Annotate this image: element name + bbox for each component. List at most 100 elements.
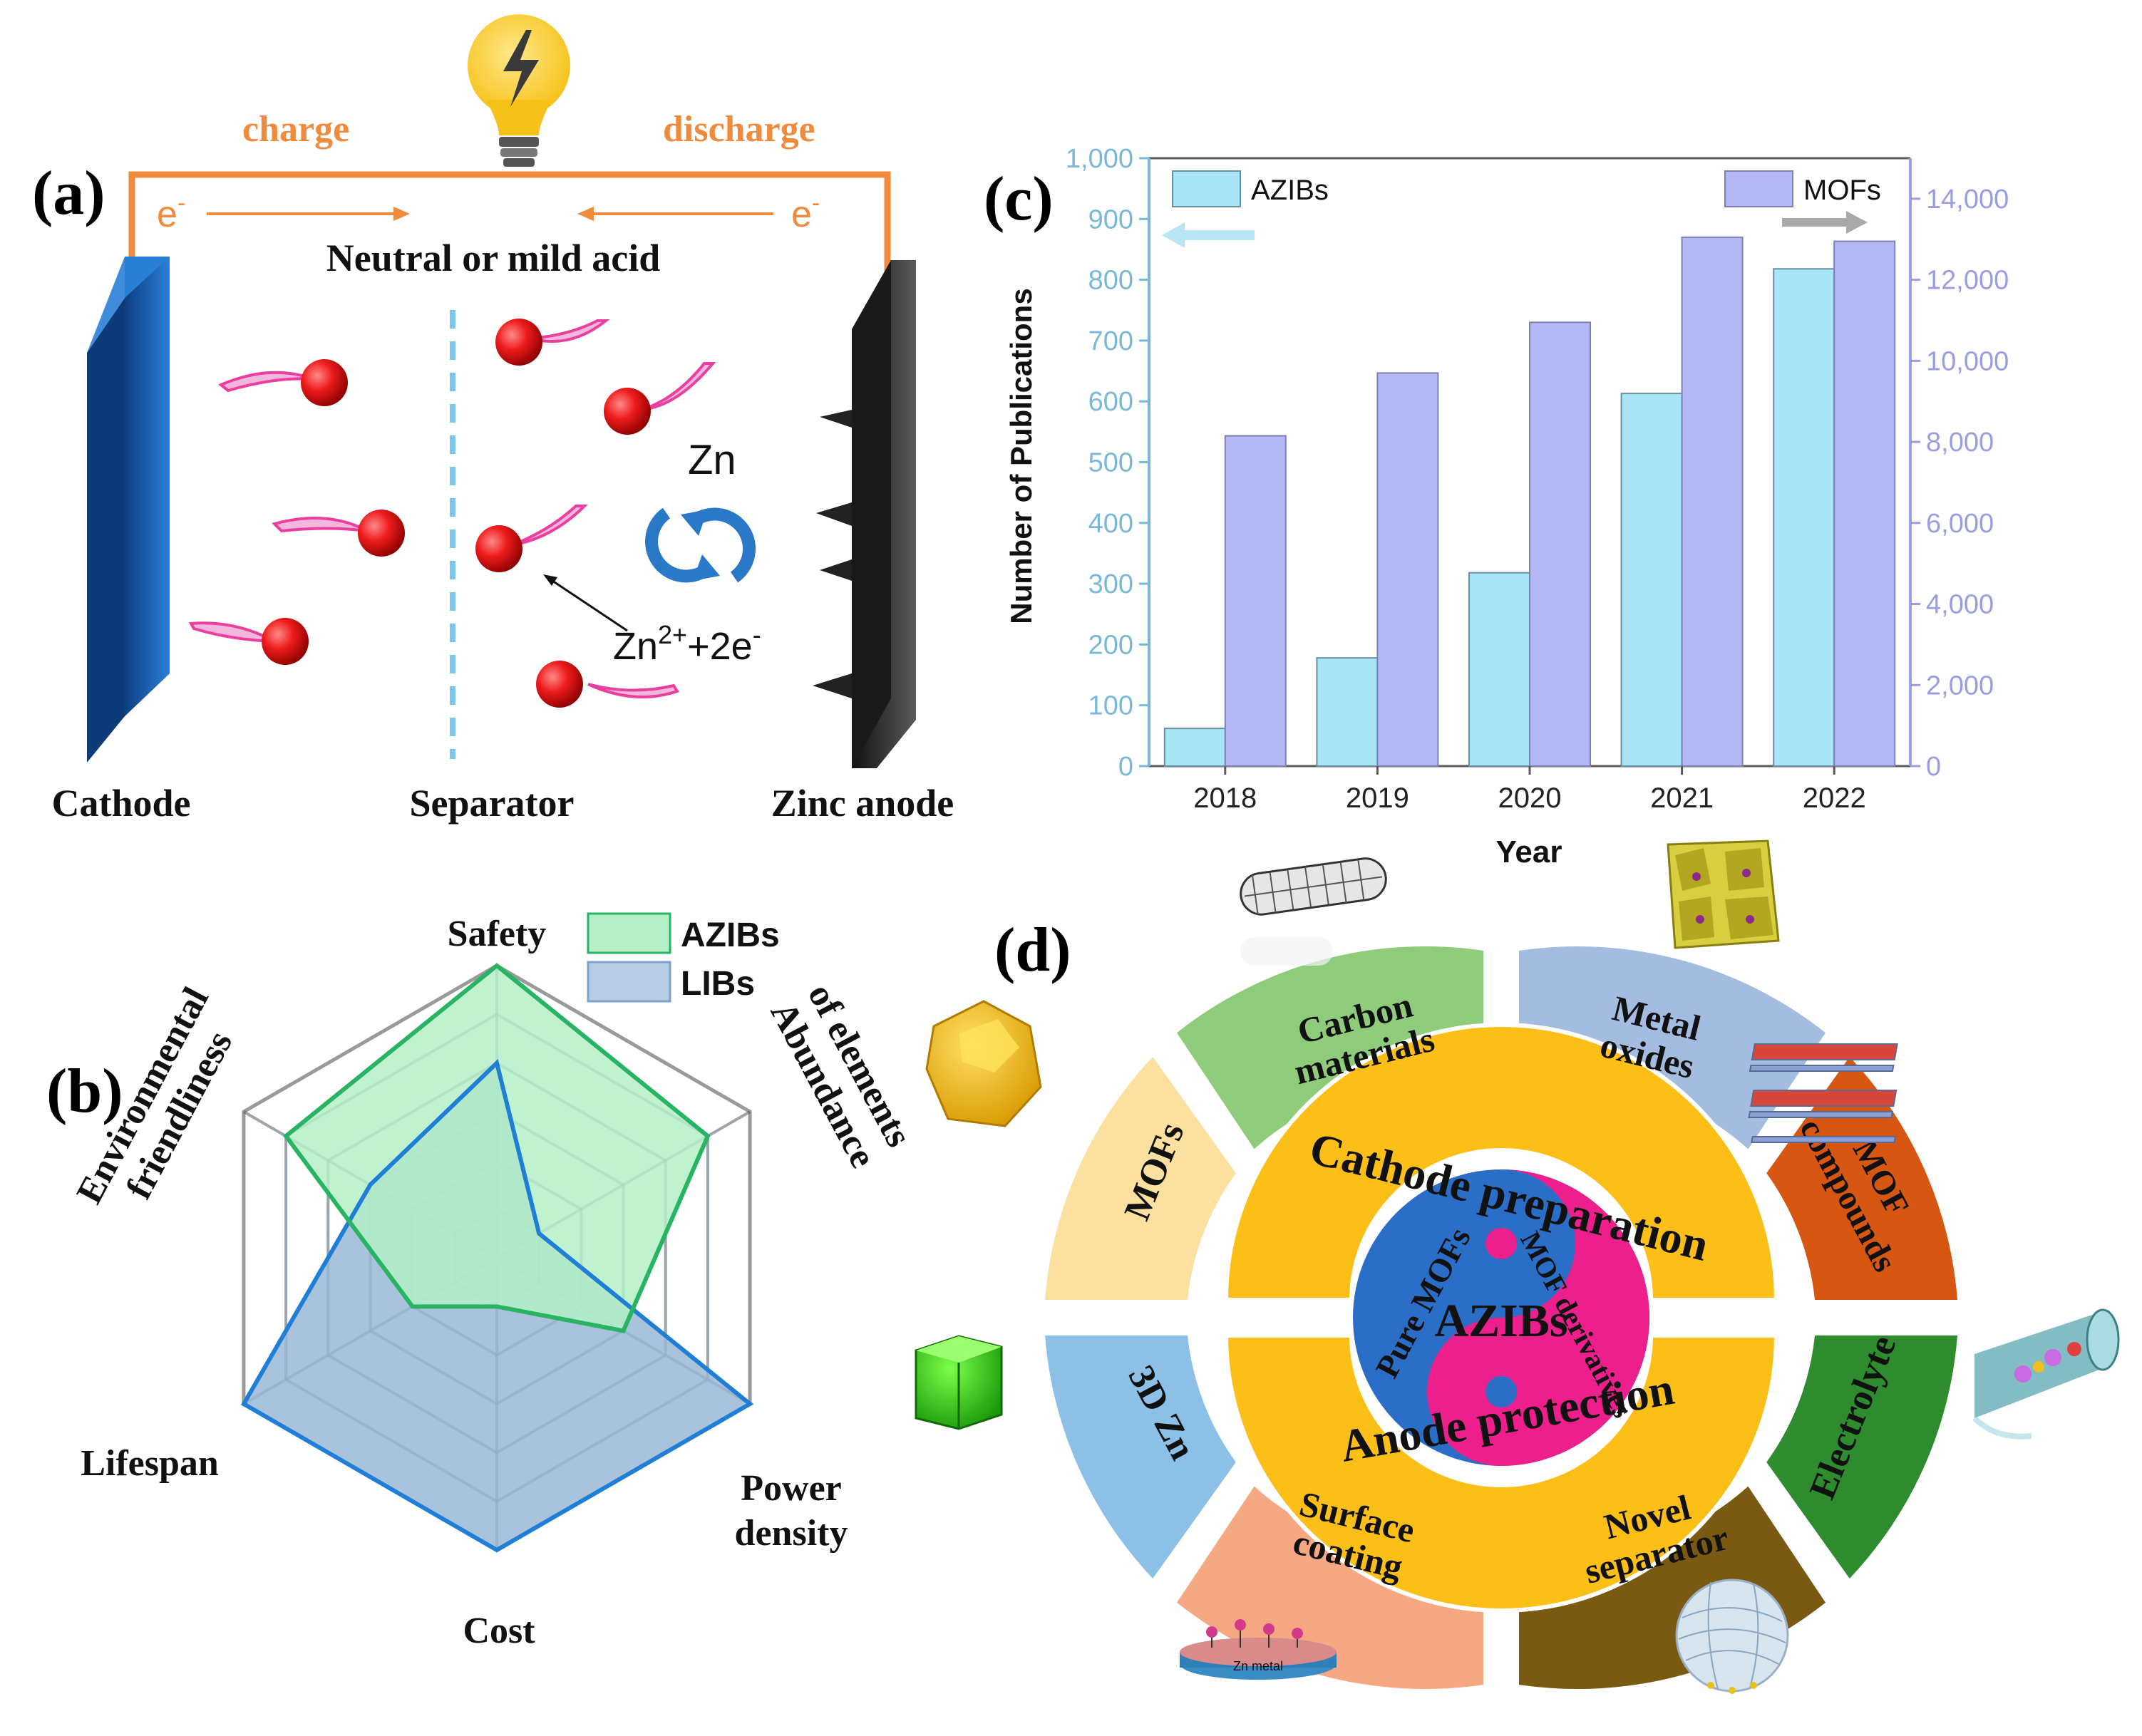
electron-right: e-	[791, 190, 820, 235]
panel-a-label: (a)	[32, 159, 105, 228]
zn-ion	[536, 661, 680, 708]
charge-label: charge	[242, 109, 349, 150]
y2-tick-label: 8,000	[1926, 428, 1994, 458]
legend-label-azibs: AZIBs	[681, 916, 780, 954]
y2-tick-label: 14,000	[1926, 185, 2009, 215]
ion-pointer-arrow	[543, 574, 628, 632]
metal-oxide-structure-icon	[1667, 839, 1780, 949]
cathode-label: Cathode	[51, 782, 190, 825]
zn-ion	[495, 319, 610, 366]
panel-b-label: (b)	[46, 1057, 123, 1126]
panel-b: (b) AZIBs LIBs Safety Abundance of eleme…	[46, 912, 920, 1651]
y-tick-label: 700	[1088, 326, 1133, 356]
y2-tick-label: 10,000	[1926, 346, 2009, 376]
y2-tick-label: 12,000	[1926, 266, 2009, 296]
circuit-wire	[128, 171, 891, 296]
x-tick-label: 2018	[1193, 782, 1257, 814]
x-tick-label: 2021	[1650, 782, 1714, 814]
radar-outline-azibs	[282, 963, 711, 1333]
segment-carbon-materials	[1177, 946, 1483, 1149]
y-tick-label: 300	[1088, 569, 1133, 599]
cycle-arrows-icon	[644, 507, 756, 583]
zn-ion-reaction: Zn2++2e-	[613, 620, 761, 668]
legend-swatch-libs	[587, 961, 671, 1003]
y2-tick-label: 4,000	[1926, 590, 1994, 620]
zn-metal-label: Zn metal	[1233, 1659, 1283, 1673]
zn-ion	[218, 359, 348, 406]
svg-text:Power: Power	[741, 1468, 841, 1509]
bar-azibs-2018	[1163, 728, 1226, 768]
x-tick-label: 2019	[1346, 782, 1409, 814]
radar-area-azibs	[286, 966, 708, 1331]
y-tick-label: 500	[1088, 448, 1133, 478]
radar-outline-libs	[240, 1058, 754, 1553]
zn-ion	[604, 362, 716, 435]
bar-mofs-2020	[1529, 321, 1591, 767]
segment-mofs	[1045, 1057, 1236, 1300]
legend-text-azibs-bar: AZIBs	[1251, 175, 1329, 206]
bar-azibs-2019	[1316, 657, 1379, 768]
bar-mofs-2018	[1224, 435, 1287, 768]
y2-tick-label: 6,000	[1926, 509, 1994, 539]
zn-ion	[272, 510, 405, 557]
separator-sphere-icon	[1675, 1579, 1789, 1694]
axis-label-cost: Cost	[463, 1611, 535, 1651]
legend-text-mofs-bar: MOFs	[1803, 175, 1881, 206]
charge-arrow	[207, 207, 410, 221]
carbon-nanotube-icon	[1240, 857, 1387, 966]
zn-ions	[188, 319, 716, 708]
segment-metal-oxides	[1519, 946, 1826, 1149]
y-axis-title: Number of Publications	[1004, 288, 1038, 624]
legend-azibs: AZIBs	[1162, 170, 1329, 248]
discharge-arrow	[577, 207, 773, 221]
x-tick-label: 2020	[1498, 782, 1562, 814]
bar-chart: 01002003004005006007008009001,00002,0004…	[1066, 144, 2009, 814]
center-label: AZIBs	[1434, 1295, 1567, 1347]
panel-c-label: (c)	[984, 165, 1054, 234]
electron-left: e-	[157, 190, 185, 235]
y-tick-label: 900	[1088, 205, 1133, 234]
zn-metal-coating-icon: Zn metal	[1180, 1619, 1337, 1680]
bar-azibs-2020	[1468, 572, 1530, 767]
bar-mofs-2019	[1376, 372, 1439, 767]
zn-label: Zn	[688, 437, 736, 483]
y-tick-label: 100	[1088, 691, 1133, 721]
y-tick-label: 200	[1088, 630, 1133, 660]
radar-series	[240, 963, 754, 1553]
panel-d: (d) AZIBs Pure MOFs MOF derivatives Cath…	[915, 839, 2120, 1694]
panel-a: (a) charge discharge e- e- Neutral or mi…	[32, 14, 954, 825]
green-cube-icon	[915, 1335, 1003, 1430]
gold-polyhedron-icon	[925, 1000, 1042, 1127]
y2-tick-label: 2,000	[1926, 671, 1994, 701]
radar-legend: AZIBs LIBs	[587, 912, 780, 1003]
anode-ring	[1223, 1333, 1779, 1613]
legend-mofs: MOFs	[1724, 170, 1881, 234]
electrolyte-label: Neutral or mild acid	[326, 237, 660, 279]
panel-c: (c) 01002003004005006007008009001,00002,…	[984, 144, 2009, 869]
bar-mofs-2022	[1833, 240, 1896, 767]
y-tick-label: 600	[1088, 387, 1133, 417]
anode-label: Zinc anode	[771, 782, 954, 825]
cathode-plate	[87, 257, 170, 763]
y-tick-label: 800	[1088, 266, 1133, 296]
zn-ion	[475, 505, 588, 572]
yin-yang	[1353, 1169, 1649, 1466]
y2-tick-label: 0	[1926, 752, 1941, 782]
x-tick-label: 2022	[1803, 782, 1866, 814]
cathode-ring	[1223, 1023, 1779, 1302]
legend-swatch-azibs-bar	[1172, 170, 1241, 207]
electrolyte-channel-icon	[1972, 1308, 2120, 1440]
legend-swatch-azibs	[587, 912, 671, 954]
lightbulb-icon	[468, 14, 570, 167]
discharge-label: discharge	[663, 109, 815, 150]
axis-label-lifespan: Lifespan	[81, 1443, 219, 1484]
bar-azibs-2022	[1773, 268, 1835, 768]
segment-electrolyte	[1766, 1335, 1957, 1579]
zn-ion	[188, 618, 309, 665]
panel-d-label: (d)	[994, 916, 1071, 985]
axis-label-safety: Safety	[448, 914, 547, 954]
y-tick-label: 0	[1118, 752, 1133, 782]
anode-plate	[813, 260, 916, 768]
separator-label: Separator	[410, 782, 575, 825]
bar-azibs-2021	[1620, 393, 1683, 767]
